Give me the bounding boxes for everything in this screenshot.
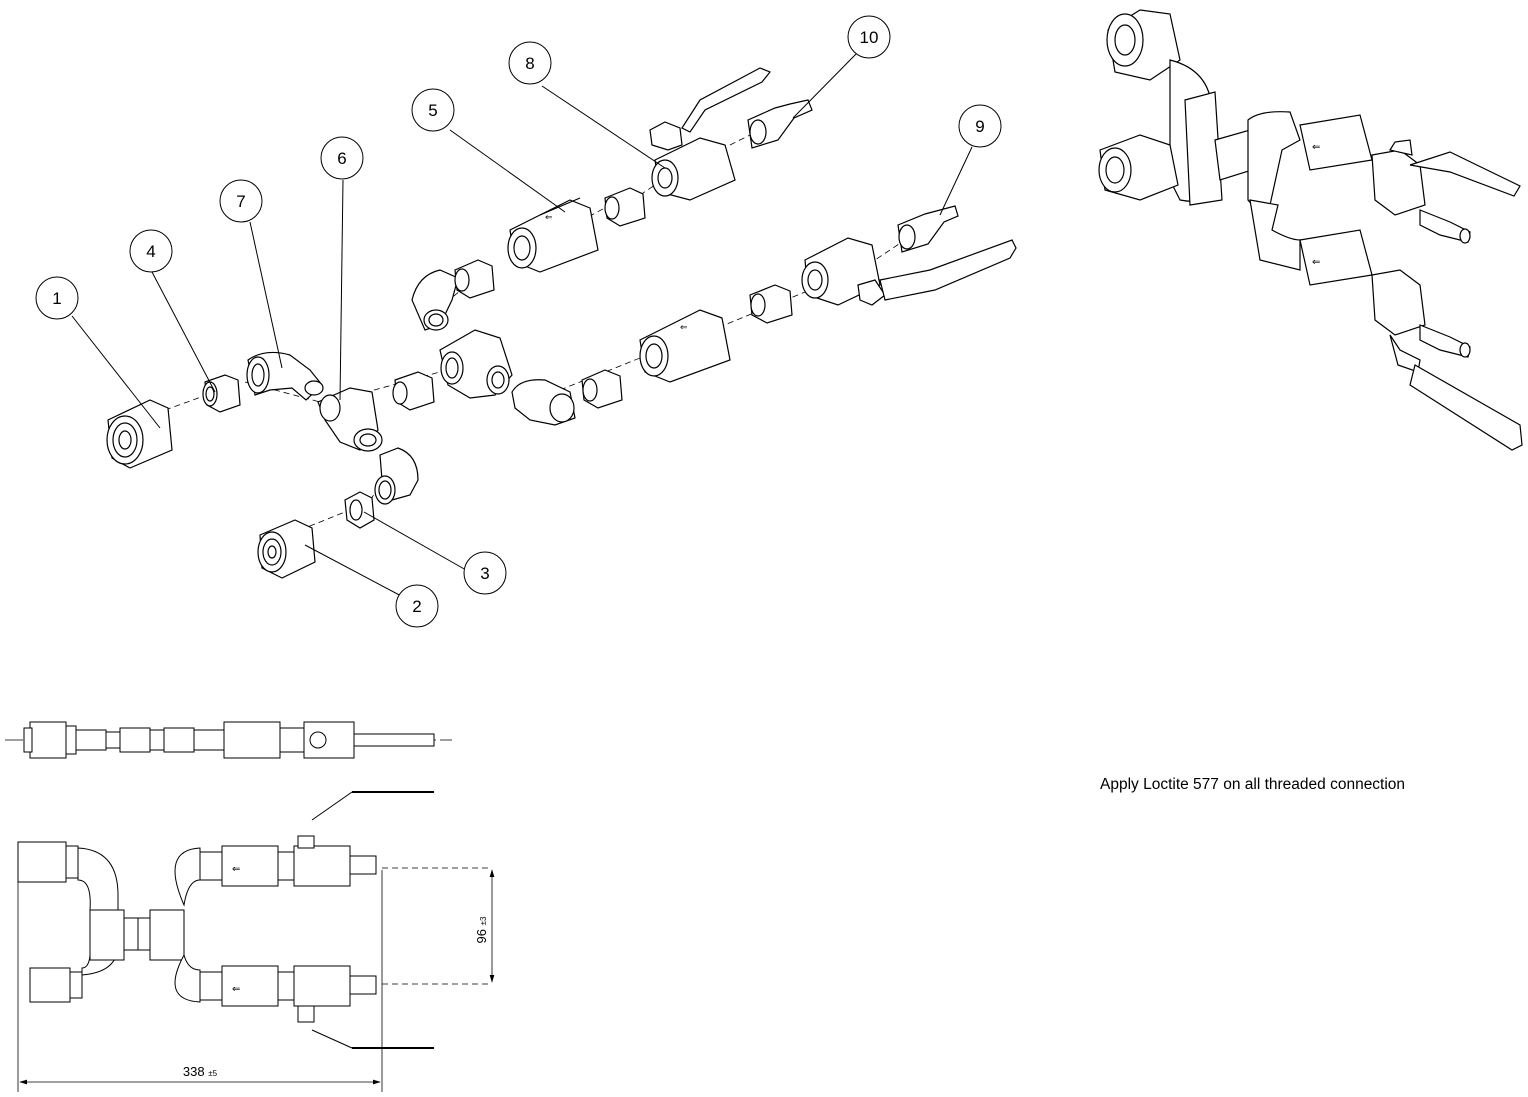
callout-label: 3 [480,564,489,583]
part-tee-middle [439,329,513,399]
height-value: 96 [474,929,489,943]
callout-label: 1 [52,289,61,308]
callout-label: 9 [975,117,984,136]
callout-label: 5 [428,101,437,120]
part-elbow [246,351,324,401]
part-hose-barb-upper [747,99,813,149]
callout-label: 2 [412,597,421,616]
part-ball-valve-upper [649,67,771,201]
height-dimension-label: 96 ±3 [474,916,489,943]
callout-6: 6 [320,136,364,180]
part-coupler-socket [106,399,173,469]
height-tolerance: ±3 [479,916,488,925]
part-nipple-middle [392,371,435,411]
leader-lines [71,51,973,599]
callout-label: 6 [337,149,346,168]
callout-label: 8 [525,54,534,73]
svg-text:⇐: ⇐ [545,212,553,222]
part-tee [317,387,383,452]
svg-text:⇐: ⇐ [1312,142,1320,153]
callout-9: 9 [958,104,1002,148]
part-nipple-upper-2 [604,187,646,227]
svg-text:⇐: ⇐ [232,984,240,995]
assembly-axis [164,124,906,531]
callout-label: 7 [236,192,245,211]
part-elbow-lower [374,447,419,505]
callout-7: 7 [219,179,263,223]
part-nipple-lower-1 [581,369,623,409]
side-view [5,721,452,759]
width-tolerance: ±5 [208,1069,217,1078]
part-check-valve-lower: ⇐ [639,309,731,383]
part-nipple [202,374,241,413]
part-nipple-lower-2 [749,284,793,324]
svg-text:⇐: ⇐ [1312,257,1320,268]
part-hose-barb-lower [897,205,959,253]
width-value: 338 [183,1064,205,1079]
part-coupler-plug [257,519,316,579]
width-dimension-label: 338 ±5 [183,1064,218,1079]
part-ball-valve-lower [801,237,1017,306]
callout-8: 8 [508,41,552,85]
part-elbow-right [511,379,576,426]
callouts: 1 2 3 4 5 6 7 8 9 10 [35,15,1002,628]
part-elbow-upper [411,269,459,331]
callout-label: 10 [860,28,879,47]
callout-1: 1 [35,276,79,320]
part-check-valve-upper: ⇐ [507,197,599,273]
exploded-view: ⇐ ⇐ [106,67,1017,579]
callout-4: 4 [129,229,173,273]
callout-label: 4 [146,242,155,261]
svg-text:⇐: ⇐ [680,322,688,332]
assembly-note: Apply Loctite 577 on all threaded connec… [1100,776,1406,793]
callout-10: 10 [847,15,891,59]
isometric-assembled-view: ⇐ ⇐ [1098,9,1523,451]
svg-text:⇐: ⇐ [232,864,240,875]
part-nipple-upper-1 [454,259,495,299]
dimension-width [17,870,383,1092]
callout-5: 5 [411,88,455,132]
callout-2: 2 [395,584,439,628]
callout-3: 3 [463,551,507,595]
top-view: ⇐ ⇐ [17,791,490,1049]
part-hex-nut [344,491,375,529]
